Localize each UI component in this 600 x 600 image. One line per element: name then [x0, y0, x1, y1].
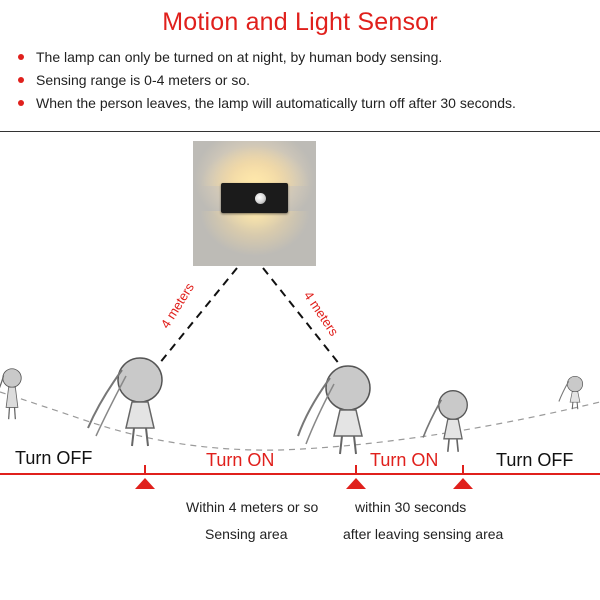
caption-sensing-area-line1: Within 4 meters or so [186, 499, 319, 515]
zone-turn-on-left: Turn ON [206, 450, 275, 470]
bullet-dot-icon [18, 100, 24, 106]
section-divider [0, 131, 600, 132]
feature-item: When the person leaves, the lamp will au… [18, 92, 588, 115]
caption-after-leaving-line2: after leaving sensing area [343, 526, 504, 542]
child-figure-icon [0, 368, 22, 420]
page-title: Motion and Light Sensor [162, 8, 438, 36]
motion-sensor-icon [255, 193, 266, 204]
bullet-dot-icon [18, 54, 24, 60]
lamp-photo [193, 141, 316, 266]
feature-list: The lamp can only be turned on at night,… [18, 46, 588, 115]
child-figure-icon [558, 375, 584, 410]
range-line-left [149, 267, 238, 376]
feature-text: Sensing range is 0-4 meters or so. [36, 72, 250, 88]
feature-item: The lamp can only be turned on at night,… [18, 46, 588, 69]
child-figure-icon [297, 365, 371, 455]
bullet-dot-icon [18, 77, 24, 83]
marker-triangle-icon [135, 478, 155, 489]
feature-item: Sensing range is 0-4 meters or so. [18, 69, 588, 92]
walking-path [0, 391, 600, 451]
light-glow-up [201, 141, 309, 186]
caption-sensing-area-line2: Sensing area [205, 526, 288, 542]
lamp-fixture [221, 183, 288, 213]
child-figure-icon [422, 390, 468, 452]
marker-triangle-icon [453, 478, 473, 489]
feature-text: The lamp can only be turned on at night,… [36, 49, 443, 65]
marker-triangle-icon [346, 478, 366, 489]
zone-turn-off-right: Turn OFF [496, 450, 574, 470]
child-figure-icon [87, 357, 163, 447]
range-line-right [262, 267, 353, 381]
zone-turn-on-right: Turn ON [370, 450, 439, 470]
zone-turn-off-left: Turn OFF [15, 448, 93, 468]
feature-text: When the person leaves, the lamp will au… [36, 95, 516, 111]
caption-after-leaving-line1: within 30 seconds [355, 499, 467, 515]
light-glow-down [201, 211, 309, 266]
